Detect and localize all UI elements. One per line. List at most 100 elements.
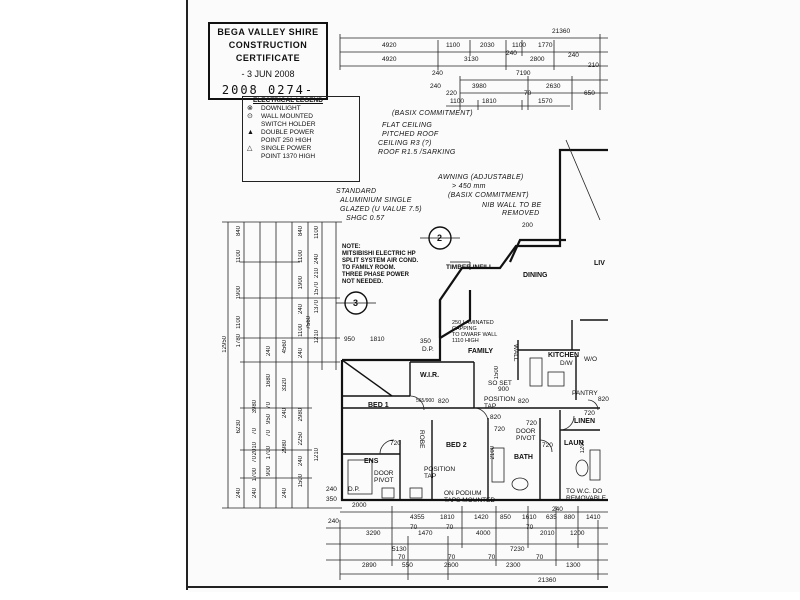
construction-certificate-stamp: BEGA VALLEY SHIRE CONSTRUCTION CERTIFICA… (208, 22, 328, 100)
dim-820b: 820 (490, 414, 501, 421)
exterior-wall-top (342, 148, 608, 362)
ceiling-note-3: CEILING R3 (?) (378, 140, 432, 147)
top-dim: 2630 (546, 83, 561, 90)
sheet-bottom-edge (188, 586, 608, 588)
room-bath: BATH (514, 454, 533, 461)
section-2-label: 2 (437, 233, 443, 243)
left-dim: 240 (314, 254, 320, 265)
left-dim: 1680 (266, 374, 272, 388)
bottom-dim: 880 (564, 514, 575, 521)
top-dim: 70 (524, 90, 532, 97)
mid-dim: 950 (344, 336, 355, 343)
window-note-1: STANDARD (336, 188, 377, 195)
top-dim: 240 (506, 50, 517, 57)
left-dim: 1210 (314, 330, 320, 344)
fixtures (347, 357, 601, 499)
awning-note-3: (BASIX COMMITMENT) (448, 192, 529, 199)
left-dim: 240 (298, 456, 304, 467)
left-dim: 70 (266, 430, 272, 437)
window-note-4: SHGC 0.57 (346, 215, 385, 222)
top-dim: 1100 (450, 98, 464, 105)
bottom-side-dim: 240 (328, 518, 339, 525)
top-dim: 240 (430, 83, 441, 90)
left-dim: 7560 (306, 316, 312, 330)
top-dim: 4920 (382, 56, 397, 63)
double-power-icon: ▲ (247, 129, 254, 136)
top-dim: 1100 (446, 42, 460, 49)
left-dim: 950 (266, 414, 272, 425)
left-dim: 1700 (266, 446, 272, 460)
bottom-dim: 1420 (474, 514, 489, 521)
wall-switch-icon: ⊙ (247, 113, 253, 120)
left-dim: 70 (252, 456, 258, 463)
dim-200: 200 (522, 222, 533, 229)
legend-item: △SINGLE POWER (247, 145, 312, 152)
top-dim: 3130 (464, 56, 479, 63)
wo-label: W/O (584, 356, 597, 363)
bottom-dim: 1200 (570, 530, 585, 537)
left-dim: 900 (266, 466, 272, 477)
window-note-2: ALUMINIUM SINGLE (340, 197, 412, 204)
legend-item: POINT 1370 HIGH (261, 153, 316, 160)
bottom-dim: 70 (536, 554, 544, 561)
awning-note-2: > 450 mm (452, 183, 486, 190)
left-dim-total: 12950 (222, 336, 228, 353)
bottom-dim: 70 (398, 554, 406, 561)
left-dim: 240 (266, 346, 272, 357)
left-dim: 1210 (314, 448, 320, 462)
room-pantry: PANTRY (572, 390, 598, 397)
legend-item: ⊗DOWNLIGHT (247, 105, 301, 112)
bottom-dim: 70 (448, 554, 456, 561)
bottom-dim: 1410 (586, 514, 601, 521)
room-dining: DINING (523, 272, 548, 279)
legend-item: POINT 250 HIGH (261, 137, 312, 144)
left-dim: 2980 (298, 408, 304, 422)
stamp-line3: CERTIFICATE (235, 53, 301, 63)
left-dim: 2250 (298, 432, 304, 446)
dim-565: 565/900 (416, 398, 435, 404)
dp-label-1: D.P. (422, 346, 434, 353)
nib-wall-note: NIB WALL TO BE (482, 202, 542, 209)
top-dim-total: 21360 (552, 28, 571, 35)
bottom-dim: 1810 (440, 514, 455, 521)
left-dim: 2980 (282, 440, 288, 454)
soset-label: SO SET (488, 380, 512, 387)
wall-label: WALL (512, 344, 519, 362)
dim-820d: 820 (598, 396, 609, 403)
dw-label: D/W (560, 360, 573, 367)
top-dim: 240 (432, 70, 443, 77)
dp-label-2: D.P. (348, 486, 360, 493)
bottom-dim: 70 (526, 524, 534, 531)
stamp-line2: CONSTRUCTION (228, 40, 308, 50)
top-dim-ticks (339, 34, 601, 110)
stamp-number: 2008 0274- (221, 83, 315, 97)
dim-820a: 820 (438, 398, 449, 405)
ceiling-note-1: FLAT CEILING (382, 122, 433, 129)
left-dim: 2010 (252, 442, 258, 456)
dim-820c: 820 (518, 398, 529, 405)
nib-wall-note-2: REMOVED (502, 210, 540, 217)
mid-dim: 1810 (370, 336, 385, 343)
top-dim: 2030 (480, 42, 495, 49)
room-wir: W.I.R. (420, 372, 440, 379)
timber-infill-wall (508, 238, 566, 263)
laminated-capping-label: 250 LAMINATED CAPPING TO DWARF WALL 1110… (452, 320, 498, 344)
left-dim: 1900 (236, 286, 242, 300)
left-dim: 70 (266, 402, 272, 409)
electrical-legend: ELECTRICAL LEGEND ⊗DOWNLIGHT ⊙WALL MOUNT… (242, 96, 360, 182)
room-ens: ENS (364, 458, 379, 465)
bottom-dim: 2010 (540, 530, 555, 537)
bottom-dim: 635 (546, 514, 557, 521)
stamp-line1: BEGA VALLEY SHIRE (217, 27, 319, 37)
dwarf-wall (439, 290, 472, 339)
room-bed1: BED 1 (368, 402, 389, 409)
timber-infill-label: TIMBER INFILL (446, 264, 493, 271)
bottom-side-dim: 350 (326, 496, 337, 503)
bottom-dim: 1300 (566, 562, 581, 569)
bottom-dim: 3290 (366, 530, 381, 537)
dim-2100: 2100 (490, 446, 496, 460)
bottom-dim: 5130 (392, 546, 407, 553)
room-liv: LIV (594, 260, 605, 267)
top-dim: 1100 (512, 42, 526, 49)
